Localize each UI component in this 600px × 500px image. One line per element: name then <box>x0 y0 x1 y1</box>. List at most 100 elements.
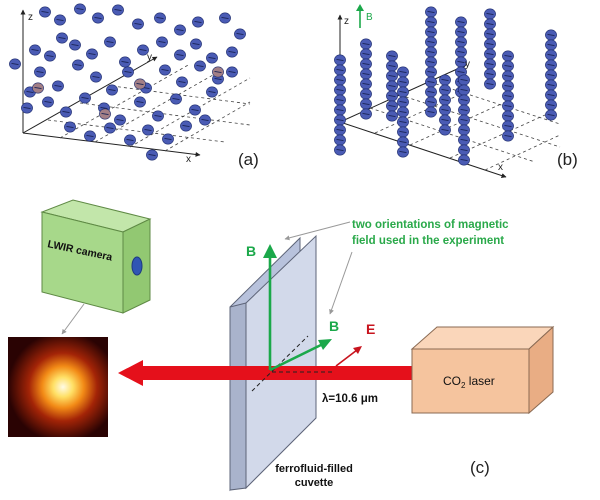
particle-highlighted-stripe <box>101 112 109 116</box>
chain-particle-stripe <box>547 93 555 97</box>
chain-particle-stripe <box>336 68 344 72</box>
e-field-arrowhead <box>353 346 362 354</box>
particle-stripe <box>192 42 200 46</box>
particle-stripe <box>176 53 184 57</box>
particle-stripe <box>100 106 108 110</box>
particle-highlighted-stripe <box>136 82 144 86</box>
particle-stripe <box>182 124 190 128</box>
panel-a-axes <box>20 9 201 157</box>
particle-stripe <box>144 128 152 132</box>
particle-stripe <box>66 125 74 129</box>
chain-particle-stripe <box>362 62 370 66</box>
chain-particle-stripe <box>388 64 396 68</box>
chain-particle-stripe <box>457 50 465 54</box>
chain-particle-stripe <box>460 98 468 102</box>
particle-stripe <box>94 16 102 20</box>
annotation-line-1: two orientations of magnetic <box>352 219 509 231</box>
chain-particle-stripe <box>362 92 370 96</box>
chain-particle-stripe <box>399 90 407 94</box>
particle-stripe <box>194 20 202 24</box>
panel-b-grid <box>369 81 561 171</box>
camera-lens <box>131 256 143 276</box>
chain-particle-stripe <box>504 124 512 128</box>
chain-particle-stripe <box>547 83 555 87</box>
panel-b: B z y x (b) <box>334 4 578 178</box>
chain-particle-stripe <box>460 118 468 122</box>
chain-particle-stripe <box>486 72 494 76</box>
panel-b-field-arrowhead <box>356 4 364 11</box>
particle-stripe <box>56 18 64 22</box>
chain-particle-stripe <box>336 58 344 62</box>
chain-particle-stripe <box>457 60 465 64</box>
chain-particle-stripe <box>388 104 396 108</box>
chain-particle-stripe <box>486 42 494 46</box>
panel-c: LWIR camera CO2 laser <box>8 199 555 492</box>
particle-stripe <box>74 63 82 67</box>
chain-particle-stripe <box>486 62 494 66</box>
chain-particle-stripe <box>399 80 407 84</box>
chain-particle-stripe <box>547 73 555 77</box>
particle-stripe <box>114 8 122 12</box>
chain-particle-stripe <box>388 114 396 118</box>
particle-stripe <box>41 10 49 14</box>
panel-b-particle-chains <box>334 6 557 166</box>
panel-a-tag: (a) <box>238 150 259 169</box>
particle-stripe <box>88 52 96 56</box>
particle-stripe <box>136 100 144 104</box>
chain-particle-stripe <box>388 84 396 88</box>
chain-particle-stripe <box>362 42 370 46</box>
particle-stripe <box>54 84 62 88</box>
particle-stripe <box>71 43 79 47</box>
chain-particle-stripe <box>441 118 449 122</box>
particle-stripe <box>106 40 114 44</box>
particle-stripe <box>108 88 116 92</box>
panel-a-x-label: x <box>186 154 191 165</box>
chain-particle-stripe <box>486 32 494 36</box>
particle-stripe <box>221 16 229 20</box>
particle-stripe <box>158 40 166 44</box>
chain-particle-stripe <box>427 20 435 24</box>
particle-stripe <box>44 100 52 104</box>
chain-particle-stripe <box>547 33 555 37</box>
chain-particle-stripe <box>336 78 344 82</box>
chain-particle-stripe <box>336 88 344 92</box>
chain-particle-stripe <box>460 128 468 132</box>
particle-stripe <box>201 118 209 122</box>
chain-particle-stripe <box>427 80 435 84</box>
particle-stripe <box>148 153 156 157</box>
chain-particle-stripe <box>362 82 370 86</box>
chain-particle-stripe <box>336 98 344 102</box>
chain-particle-stripe <box>460 108 468 112</box>
panel-a-z-label: z <box>28 12 33 23</box>
chain-particle-stripe <box>427 60 435 64</box>
panel-a-grid <box>47 63 251 152</box>
particle-stripe <box>191 108 199 112</box>
chain-particle-stripe <box>399 150 407 154</box>
co2-laser-label: CO2 laser <box>443 374 495 390</box>
panel-c-tag: (c) <box>470 458 490 477</box>
chain-particle-stripe <box>504 94 512 98</box>
particle-stripe <box>86 134 94 138</box>
particle-stripe <box>161 68 169 72</box>
b-horizontal-label: B <box>329 318 339 334</box>
chain-particle-stripe <box>460 158 468 162</box>
co2-laser <box>410 325 555 415</box>
panel-b-field-label: B <box>366 12 373 23</box>
particle-stripe <box>208 90 216 94</box>
particle-stripe <box>121 60 129 64</box>
chain-particle-stripe <box>460 148 468 152</box>
b-vertical-label: B <box>246 243 256 259</box>
chain-particle-stripe <box>547 113 555 117</box>
chain-particle-stripe <box>399 100 407 104</box>
chain-particle-stripe <box>441 108 449 112</box>
particle-stripe <box>172 97 180 101</box>
particle-stripe <box>214 77 222 81</box>
chain-particle-stripe <box>336 118 344 122</box>
e-field-label: E <box>366 321 375 337</box>
annotation-pointer-field <box>329 251 353 315</box>
annotation-pointer-cuvette <box>284 221 351 241</box>
chain-particle-stripe <box>427 40 435 44</box>
chain-particle-stripe <box>427 110 435 114</box>
laser-beam <box>118 360 412 386</box>
